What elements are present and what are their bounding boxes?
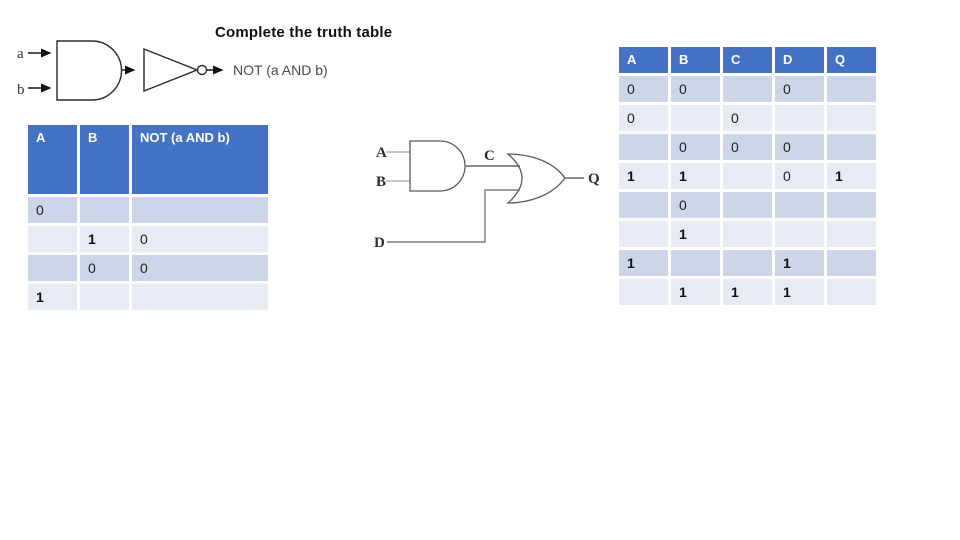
header-row: A B NOT (a AND b) [28,125,268,194]
cell [723,250,772,276]
wire-d [387,189,520,243]
cell: 1 [671,163,720,189]
input-a-label: A [376,145,387,161]
cell: 1 [827,163,876,189]
cell: 1 [80,226,129,252]
cell: 1 [619,163,668,189]
header-cell-a: A [619,47,668,73]
header-cell-b: B [671,47,720,73]
cell: 0 [723,105,772,131]
and-gate [56,40,123,101]
cell: 1 [723,279,772,305]
cell [619,134,668,160]
cell [827,76,876,102]
truth-table-not-a-and-b: A B NOT (a AND b) 0 1 0 0 0 1 [25,122,271,313]
cell [619,192,668,218]
header-cell-a: A [28,125,77,194]
not-and-circuit-diagram: a b NOT (a AND b) [17,40,328,101]
table-row: 0 0 [619,105,876,131]
cell: 0 [132,255,268,281]
cell [723,76,772,102]
table-row: 0 [28,197,268,223]
table-row: 1 1 0 1 [619,163,876,189]
truth-table-abcdq: A B C D Q 0 0 0 0 0 [616,44,879,308]
table-row: 1 0 [28,226,268,252]
cell: 0 [671,192,720,218]
cell: 1 [28,284,77,310]
cell [723,163,772,189]
and-or-circuit-diagram: A B C Q D [374,140,600,251]
cell: 0 [619,105,668,131]
cell [827,105,876,131]
input-d-label: D [374,235,385,251]
table-row: 0 [619,192,876,218]
header-cell-q: Q [827,47,876,73]
cell [827,134,876,160]
output-expression-label: NOT (a AND b) [233,62,328,78]
page-title: Complete the truth table [215,24,393,41]
or-gate [506,153,566,204]
cell [671,105,720,131]
cell [619,221,668,247]
cell [827,192,876,218]
cell [28,226,77,252]
not-gate [143,47,199,93]
table-row: 1 [28,284,268,310]
header-cell-not: NOT (a AND b) [132,125,268,194]
cell [827,221,876,247]
not-bubble [196,64,208,76]
cell [28,255,77,281]
mid-c-label: C [484,148,495,164]
and-gate [409,140,466,192]
cell: 0 [28,197,77,223]
input-b-label: B [376,174,386,190]
cell: 0 [671,76,720,102]
header-cell-b: B [80,125,129,194]
output-q-label: Q [588,171,600,187]
cell [132,197,268,223]
table-row: 1 1 1 [619,279,876,305]
cell: 0 [132,226,268,252]
cell: 0 [80,255,129,281]
cell [775,192,824,218]
cell: 1 [671,279,720,305]
input-a-label: a [17,46,24,62]
cell: 0 [775,163,824,189]
table-row: 0 0 0 [619,134,876,160]
table-row: 1 1 [619,250,876,276]
cell [723,192,772,218]
input-b-label: b [17,82,25,98]
cell: 1 [775,279,824,305]
cell: 0 [619,76,668,102]
cell [775,105,824,131]
header-cell-d: D [775,47,824,73]
cell [80,284,129,310]
table-row: 0 0 [28,255,268,281]
cell [827,279,876,305]
cell [132,284,268,310]
cell [80,197,129,223]
cell: 0 [723,134,772,160]
cell [775,221,824,247]
cell: 0 [775,76,824,102]
cell [671,250,720,276]
cell: 1 [619,250,668,276]
cell: 0 [671,134,720,160]
cell [619,279,668,305]
header-cell-c: C [723,47,772,73]
cell [723,221,772,247]
cell: 1 [671,221,720,247]
cell: 0 [775,134,824,160]
cell [827,250,876,276]
table-row: 1 [619,221,876,247]
table-row: 0 0 0 [619,76,876,102]
cell: 1 [775,250,824,276]
header-row: A B C D Q [619,47,876,73]
